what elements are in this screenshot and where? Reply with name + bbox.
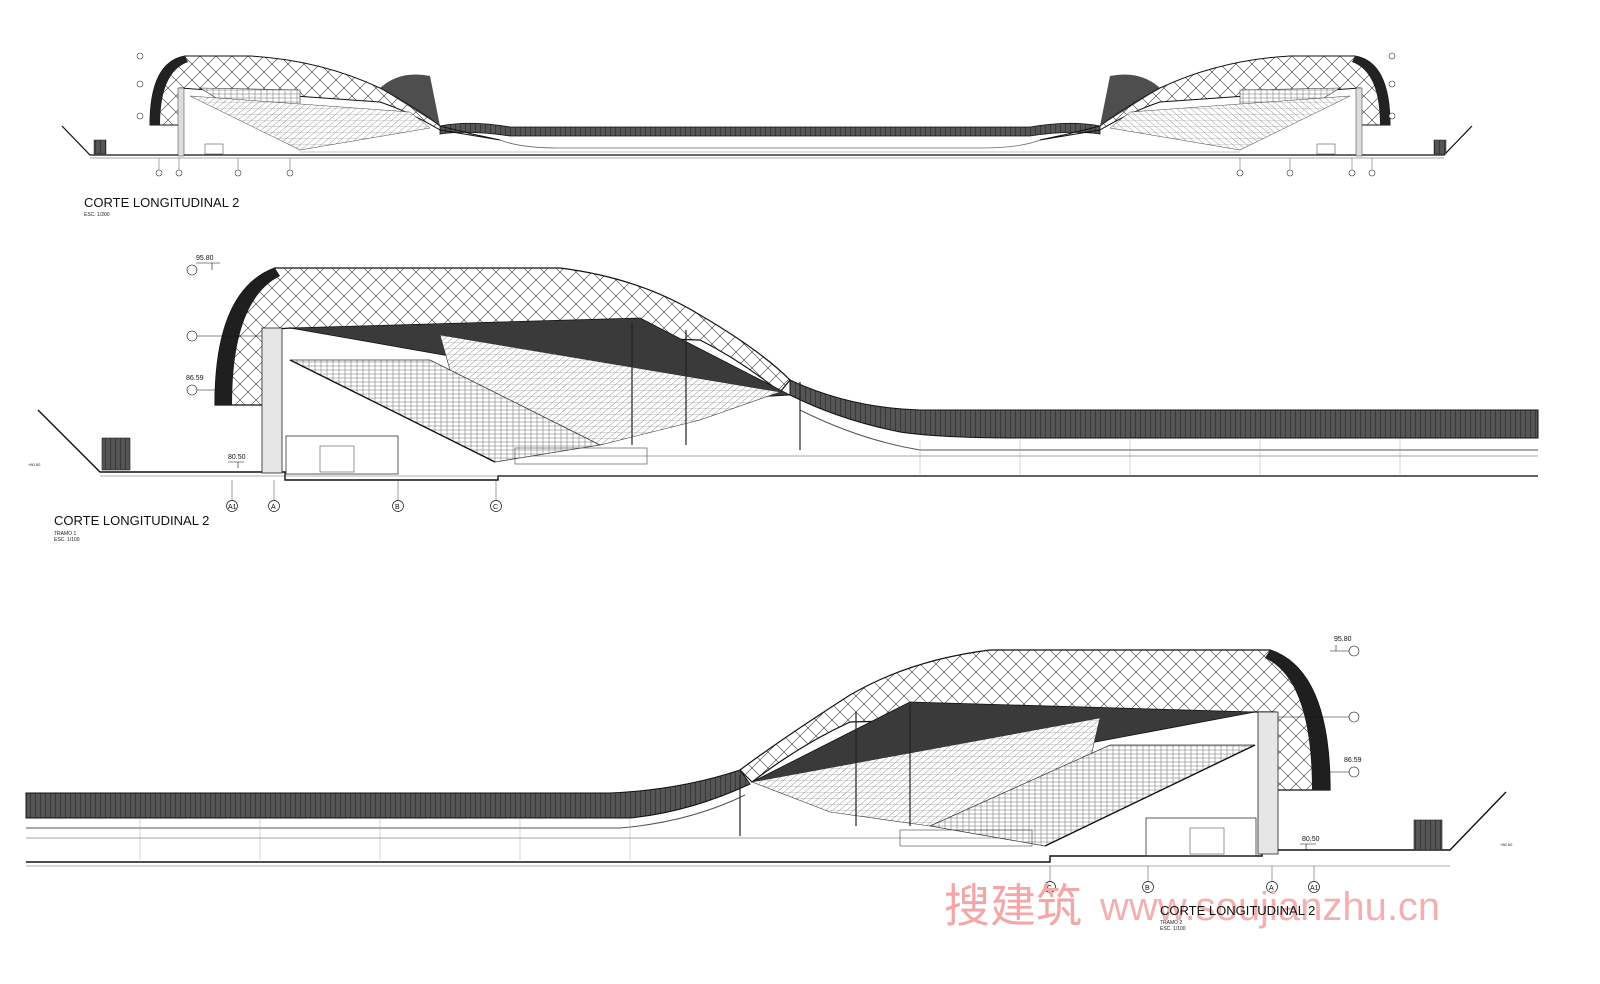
section-title-overview: CORTE LONGITUDINAL 2 [84, 195, 239, 210]
axis-a: A [1269, 885, 1274, 892]
level-markers: 95.80 86.59 80.50 +80.50 [28, 255, 262, 468]
level-ground: +80.50 [28, 462, 41, 467]
section-title-tramo1: CORTE LONGITUDINAL 2 [54, 513, 209, 528]
level-86-59: 86.59 [186, 375, 204, 382]
level-80-50: 80.50 [1302, 836, 1320, 843]
section-tramo2: 95.80 86.59 80.50 +80.50 C B A A1 搜建筑 ww… [25, 636, 1513, 933]
section-subtitle-tramo2: TRAMO 2 [1160, 920, 1182, 926]
stand-right-overview [1039, 55, 1447, 157]
axis-a1: A1 [1310, 885, 1319, 892]
ground-line [61, 125, 1473, 156]
roof-band-center [439, 122, 1101, 137]
roof-band [25, 769, 751, 819]
level-markers: 95.80 86.59 80.50 +80.50 [1278, 636, 1513, 850]
inner-roof-line [799, 409, 1538, 451]
level-95-80: 95.80 [1334, 636, 1352, 643]
canopy-columns [631, 322, 801, 450]
axis-bubbles-tramo2: C B A A1 [1044, 866, 1320, 893]
canopy-panels [439, 334, 781, 446]
axis-a: A [271, 504, 276, 511]
level-ground: +80.50 [1500, 842, 1513, 847]
axis-a1: A1 [228, 504, 237, 511]
axis-c: C [493, 504, 498, 511]
lower-room [1145, 817, 1257, 857]
ground-line [26, 791, 1507, 863]
section-tramo1: 95.80 86.59 80.50 +80.50 A1 A B C CORTE … [28, 255, 1539, 543]
section-title-tramo2: CORTE LONGITUDINAL 2 [1160, 903, 1315, 918]
section-scale-tramo2: ESC. 1/100 [1160, 926, 1186, 932]
axis-b: B [395, 504, 400, 511]
watermark-chinese: 搜建筑 [944, 879, 1082, 933]
canopy-columns [739, 704, 911, 836]
main-column [1257, 711, 1279, 855]
level-80-50: 80.50 [228, 454, 246, 461]
front-rail [899, 829, 1033, 847]
axis-bubbles-tramo1: A1 A B C [226, 480, 502, 512]
inner-roof-line [499, 139, 1041, 149]
perimeter-fence [101, 437, 131, 471]
axis-c: C [1047, 885, 1052, 892]
axis-bubbles-overview [136, 52, 1396, 177]
section-subtitle-tramo1: TRAMO 1 [54, 531, 76, 537]
section-subtitle-overview: ESC. 1/200 [84, 212, 110, 218]
axis-b: B [1145, 885, 1150, 892]
front-rail [514, 447, 648, 465]
roof-edge [1265, 650, 1330, 790]
level-86-59: 86.59 [1344, 757, 1362, 764]
inner-roof-line [26, 794, 746, 829]
watermark-url: www.soujianzhu.cn [1099, 885, 1440, 929]
section-overview: CORTE LONGITUDINAL 2 ESC. 1/200 [61, 52, 1473, 218]
roof-edge [215, 268, 280, 405]
perimeter-fence [1413, 819, 1443, 851]
lower-room [285, 435, 399, 475]
stand-left-overview [93, 55, 501, 157]
level-95-80: 95.80 [196, 255, 214, 262]
roof-band [789, 379, 1539, 439]
section-scale-tramo1: ESC. 1/100 [54, 537, 80, 543]
main-column [261, 327, 283, 474]
